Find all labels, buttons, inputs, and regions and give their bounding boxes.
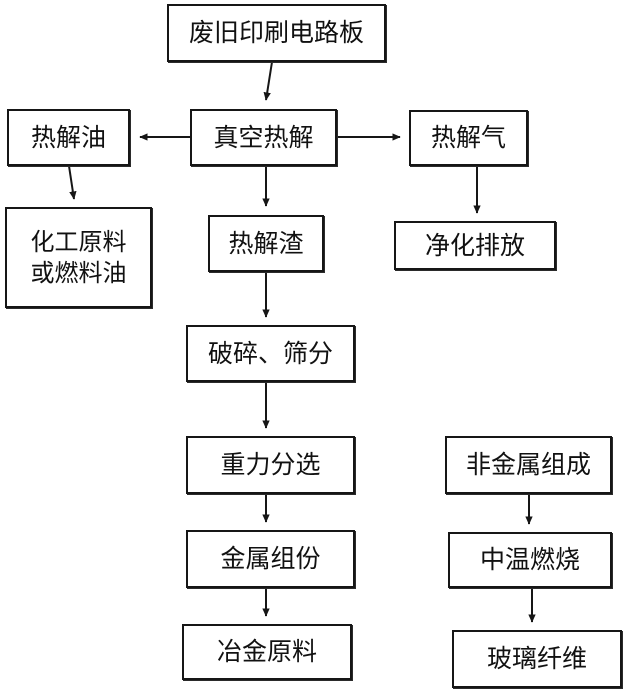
node-chemical-feedstock[interactable]: 化工原料 或燃料油 <box>5 207 152 308</box>
node-label: 重力分选 <box>220 450 321 479</box>
node-medium-temp-combustion[interactable]: 中温燃烧 <box>448 532 612 588</box>
node-nonmetal-composition[interactable]: 非金属组成 <box>445 436 612 494</box>
node-label: 冶金原料 <box>216 637 317 666</box>
node-label: 热解油 <box>30 122 106 152</box>
node-metal-fraction[interactable]: 金属组份 <box>186 530 355 588</box>
node-glass-fiber[interactable]: 玻璃纤维 <box>452 630 622 688</box>
node-metallurgical-material[interactable]: 冶金原料 <box>182 624 352 680</box>
node-label: 金属组份 <box>220 544 321 573</box>
node-label-line1: 化工原料 <box>30 227 127 256</box>
node-label: 废旧印刷电路板 <box>188 18 364 47</box>
node-label: 破碎、筛分 <box>207 338 333 368</box>
node-label: 非金属组成 <box>465 450 591 479</box>
node-label: 净化排放 <box>424 230 525 260</box>
node-label: 真空热解 <box>213 122 314 152</box>
edge-pyrolysis-oil-to-chemical-feedstock <box>68 165 77 200</box>
node-label: 中温燃烧 <box>479 545 580 574</box>
node-waste-pcb[interactable]: 废旧印刷电路板 <box>167 4 386 62</box>
node-crush-screen[interactable]: 破碎、筛分 <box>186 325 355 382</box>
node-label: 热解气 <box>430 123 506 152</box>
node-label: 玻璃纤维 <box>486 644 587 673</box>
node-pyrolysis-residue[interactable]: 热解渣 <box>208 215 324 272</box>
node-purified-emission[interactable]: 净化排放 <box>394 221 556 270</box>
node-label: 热解渣 <box>228 228 304 258</box>
node-gravity-separation[interactable]: 重力分选 <box>186 436 355 494</box>
edge-waste-pcb-to-vacuum-pyrolysis <box>263 61 273 101</box>
node-vacuum-pyrolysis[interactable]: 真空热解 <box>190 109 337 166</box>
node-label-line2: 或燃料油 <box>30 258 127 287</box>
node-pyrolysis-oil[interactable]: 热解油 <box>7 109 130 166</box>
node-pyrolysis-gas[interactable]: 热解气 <box>409 110 528 166</box>
